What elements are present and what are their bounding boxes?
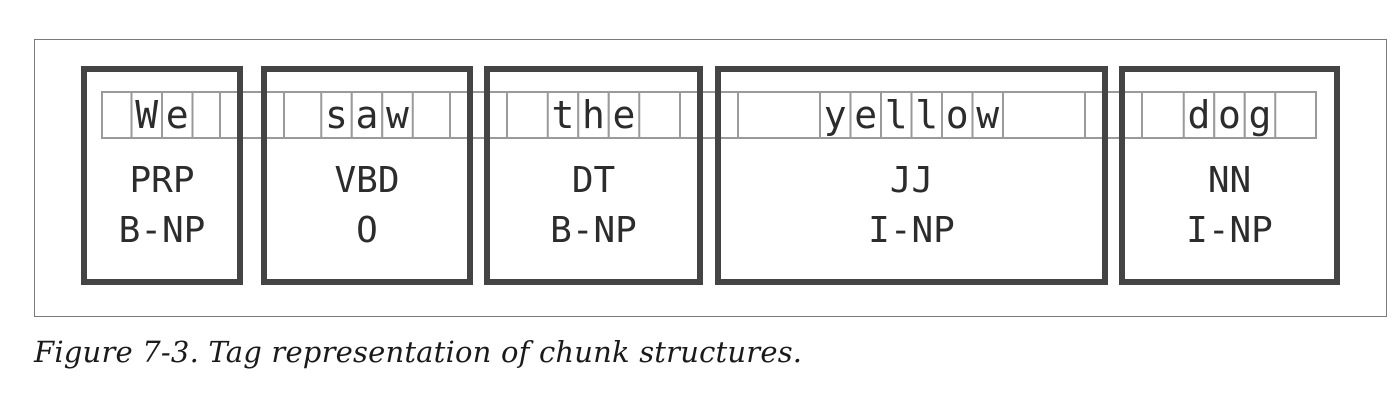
pos-tag: DT (572, 160, 615, 201)
token-box (261, 66, 473, 285)
char-glyph: w (976, 93, 999, 137)
space-cell (679, 91, 739, 139)
char-cell (130, 91, 163, 139)
iob-tag: B-NP (119, 210, 206, 251)
space-cell (449, 91, 508, 139)
token-box (715, 66, 1108, 285)
caption-text: Tag representation of chunk structures. (208, 335, 803, 369)
space-cell (1084, 91, 1143, 139)
char-glyph: a (356, 93, 379, 137)
pos-tag: VBD (334, 160, 399, 201)
char-cell (350, 91, 384, 139)
token-box (484, 66, 703, 285)
char-cell (577, 91, 610, 139)
char-glyph: d (1188, 93, 1211, 137)
char-glyph: g (1249, 93, 1272, 137)
char-glyph: h (582, 93, 605, 137)
char-glyph: o (946, 93, 969, 137)
char-cell (880, 91, 913, 139)
pos-tag: NN (1208, 160, 1251, 201)
char-glyph: w (386, 93, 409, 137)
char-glyph: o (1218, 93, 1241, 137)
char-cell (971, 91, 1004, 139)
char-cell (161, 91, 194, 139)
char-glyph: W (135, 93, 158, 137)
char-cell (819, 91, 852, 139)
char-glyph: e (166, 93, 189, 137)
pos-tag: PRP (129, 160, 194, 201)
char-glyph: y (824, 93, 847, 137)
figure-caption: Figure 7-3. Tag representation of chunk … (34, 335, 802, 369)
token-box (81, 66, 243, 285)
char-cell (1182, 91, 1216, 139)
char-cell (381, 91, 414, 139)
char-cell (546, 91, 580, 139)
iob-tag: B-NP (550, 210, 637, 251)
char-cell (607, 91, 641, 139)
iob-tag: I-NP (1186, 210, 1273, 251)
char-glyph: e (613, 93, 636, 137)
char-glyph: l (885, 93, 908, 137)
char-glyph: t (552, 93, 575, 137)
pos-tag: JJ (890, 160, 933, 201)
token-box (1119, 66, 1340, 285)
char-cell (1243, 91, 1277, 139)
char-glyph: e (854, 93, 877, 137)
caption-number: Figure 7-3. (34, 335, 199, 369)
char-glyph: l (915, 93, 938, 137)
char-cell (1213, 91, 1246, 139)
iob-tag: I-NP (868, 210, 955, 251)
space-cell (219, 91, 285, 139)
iob-tag: O (356, 210, 378, 251)
char-glyph: s (325, 93, 348, 137)
